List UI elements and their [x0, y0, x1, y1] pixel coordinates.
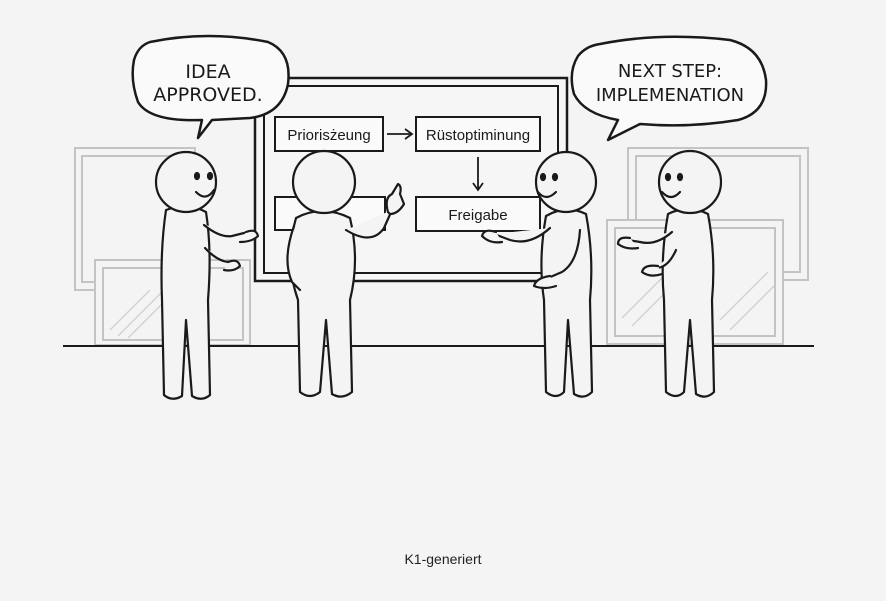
figure-pointing-at-board [286, 149, 406, 398]
flow-box-freigabe: Freigabe [415, 196, 541, 232]
figure-left-smiling [154, 150, 260, 400]
flow-box-priorisierung-label: Priorisżeung [287, 127, 370, 144]
speech-bubble-left-line1: IDEA [185, 61, 230, 83]
speech-bubble-right: NEXT STEP: IMPLEMENATION [570, 35, 768, 142]
figure-right-presenting [480, 150, 598, 398]
flow-box-priorisierung: Priorisżeung [274, 116, 384, 152]
flow-box-ruestoptimierung-label: Rüstoptiminung [426, 127, 530, 144]
flow-box-freigabe-label: Freigabe [448, 207, 507, 224]
speech-bubble-right-line2: IMPLEMENATION [596, 85, 744, 106]
flow-arrow-down [472, 157, 484, 192]
figure-far-right-smiling [616, 149, 723, 398]
speech-bubble-right-line1: NEXT STEP: [618, 61, 722, 82]
flow-box-ruestoptimierung: Rüstoptiminung [415, 116, 541, 152]
caption-ai-generated: K1-generiert [404, 551, 482, 567]
speech-bubble-left: IDEA APPROVED. [131, 34, 290, 140]
speech-bubble-left-line2: APPROVED. [153, 84, 262, 106]
flow-arrow-right [387, 128, 414, 140]
